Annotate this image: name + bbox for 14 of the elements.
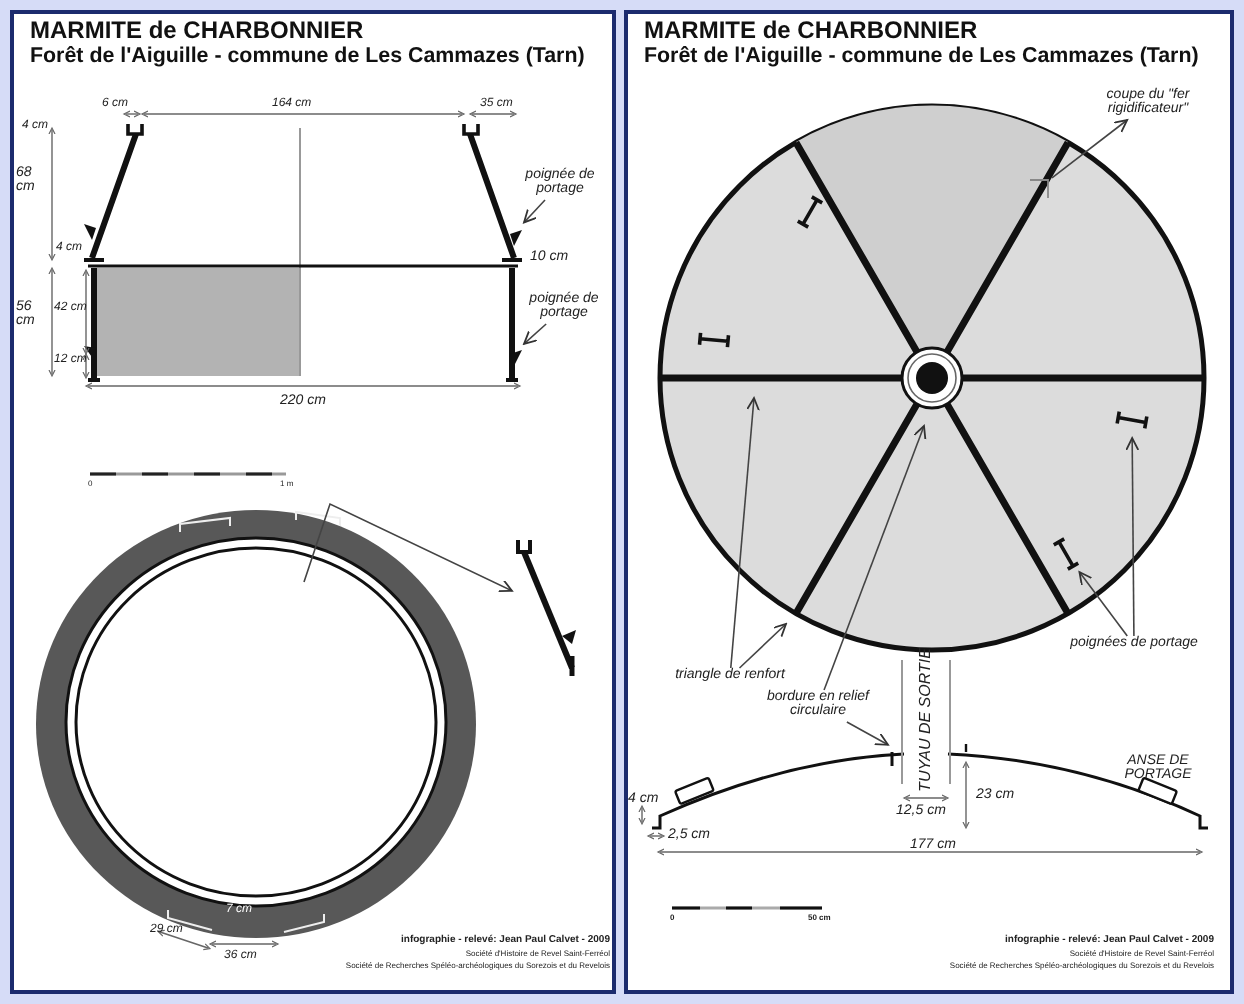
leader-line	[729, 397, 760, 669]
leader-line	[1125, 437, 1140, 637]
panel-heading: MARMITE de CHARBONNIER	[30, 18, 364, 45]
leader-line	[303, 502, 513, 592]
panel-subheading: Forêt de l'Aiguille - commune de Les Cammazes (Tarn)	[644, 46, 1199, 70]
panel-heading: MARMITE de CHARBONNIER	[644, 18, 978, 45]
panel-subheading: Forêt de l'Aiguille - commune de Les Cammazes (Tarn)	[30, 46, 585, 70]
leader-line	[846, 721, 889, 746]
leader-line	[738, 623, 787, 669]
leader-line	[1078, 571, 1129, 637]
leader-line	[523, 199, 546, 224]
leader-line	[523, 323, 547, 345]
leader-line	[823, 425, 927, 691]
leader-line	[1051, 119, 1129, 179]
